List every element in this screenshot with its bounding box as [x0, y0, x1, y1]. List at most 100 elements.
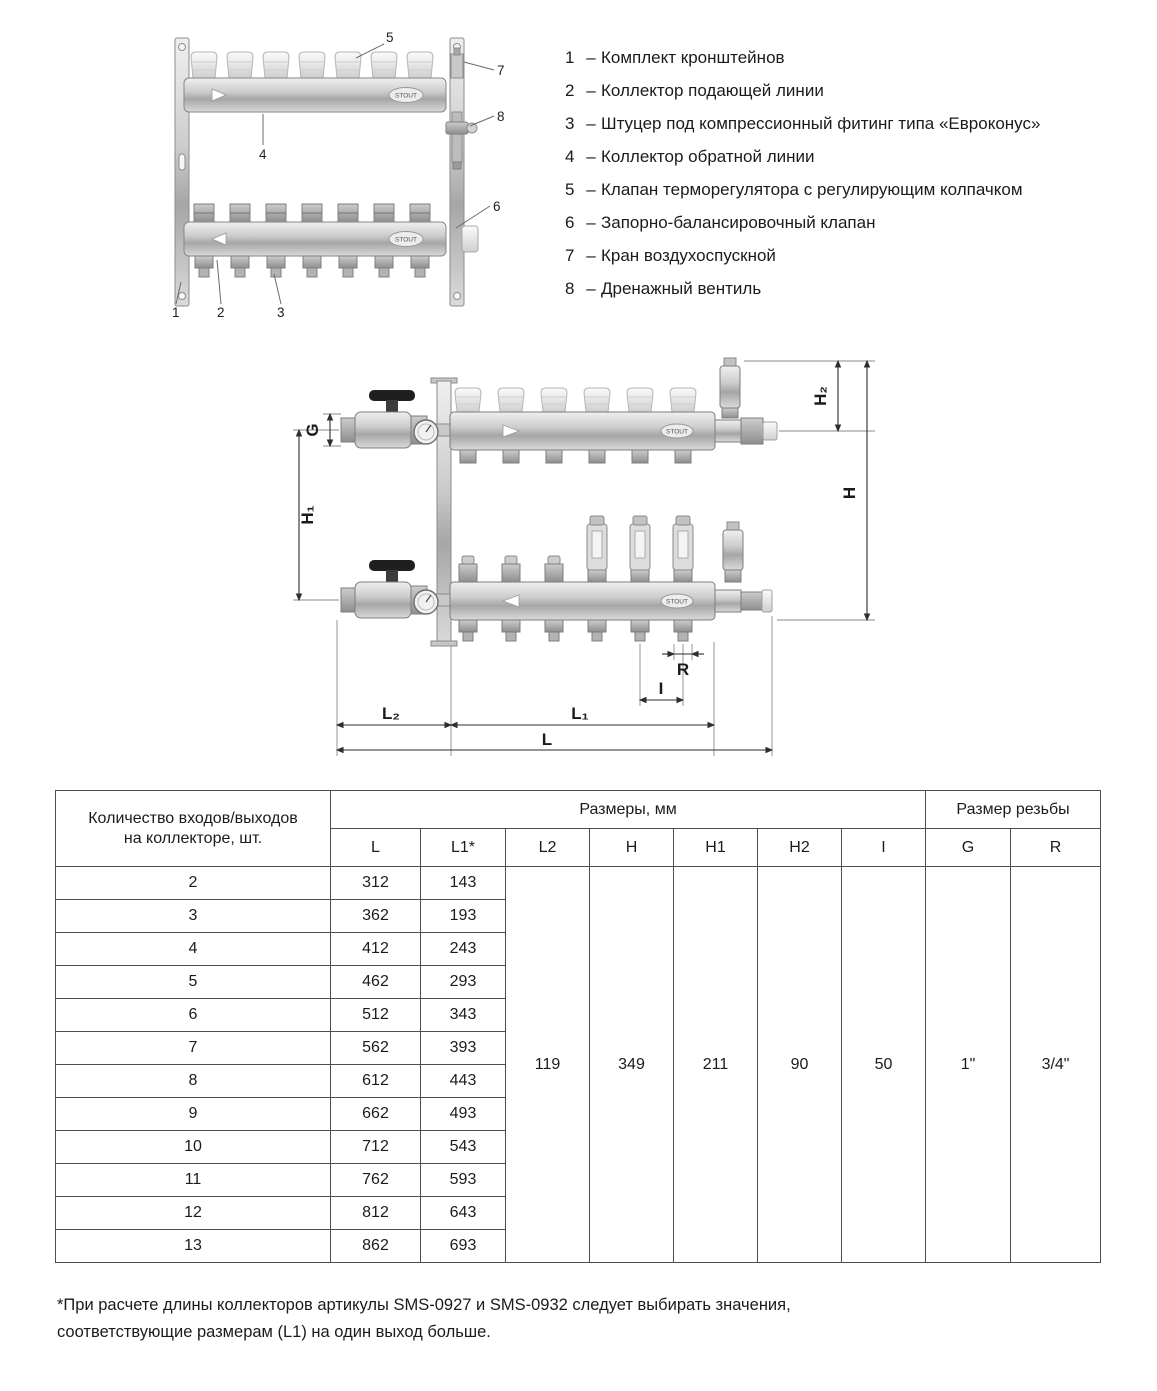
legend-item: 7 – Кран воздухоспускной [565, 245, 1040, 278]
air-vent-valve [450, 47, 464, 79]
return-manifold-drawing: STOUT [449, 515, 716, 642]
flow-meter [629, 515, 651, 583]
return-ball-valve [340, 560, 452, 619]
cell-count: 9 [55, 1097, 331, 1131]
callout-3: 3 [277, 305, 285, 320]
brand-logo: STOUT [666, 429, 688, 436]
cell-L: 862 [330, 1229, 421, 1263]
legend-item-text: Коллектор подающей линии [601, 81, 824, 100]
table-row: 8 612 443 [55, 1064, 1101, 1098]
valve-lever [369, 560, 415, 571]
legend-item-separator: – [586, 114, 596, 133]
cell-L: 362 [330, 899, 421, 933]
cell-L1: 193 [420, 899, 506, 933]
cell-L: 312 [330, 866, 421, 900]
legend-item: 4 – Коллектор обратной линии [565, 146, 1040, 179]
cell-L1: 493 [420, 1097, 506, 1131]
mounting-bracket [430, 377, 458, 647]
supply-manifold: STOUT [183, 51, 447, 113]
legend-item-number: 3 [565, 114, 575, 133]
table-row: 6 512 343 [55, 998, 1101, 1032]
cell-shared-L2: 119 [505, 866, 590, 1263]
legend-item: 3 – Штуцер под компрессионный фитинг тип… [565, 113, 1040, 146]
flow-meter [586, 515, 608, 583]
brand-logo: STOUT [395, 237, 417, 244]
cell-count: 12 [55, 1196, 331, 1230]
cell-shared-H: 349 [589, 866, 674, 1263]
table-row: 13 862 693 [55, 1229, 1101, 1263]
legend-item-text: Клапан терморегулятора с регулирующим ко… [601, 180, 1023, 199]
col-header-count: Количество входов/выходов на коллекторе,… [55, 790, 331, 867]
valve-lever [369, 390, 415, 401]
flow-arrow-icon [210, 232, 227, 246]
callout-1: 1 [172, 305, 180, 320]
dim-label-r: R [677, 660, 689, 679]
flow-meter [672, 515, 694, 583]
supply-ball-valve [340, 390, 452, 449]
callout-5: 5 [386, 30, 394, 45]
col-header-sizes: Размеры, мм [329, 790, 927, 829]
cell-L: 462 [330, 965, 421, 999]
legend-item-separator: – [586, 81, 596, 100]
cell-shared-G: 1" [925, 866, 1012, 1263]
cell-L1: 443 [420, 1064, 506, 1098]
cell-count: 2 [55, 866, 331, 900]
col-header-L: L [330, 828, 421, 867]
cell-L1: 643 [420, 1196, 506, 1230]
legend-item-number: 2 [565, 81, 575, 100]
air-vent-bottom [722, 521, 744, 583]
legend-item-number: 8 [565, 279, 575, 298]
drain-valve-drawing [714, 589, 773, 613]
extension-lines [293, 360, 875, 756]
cell-count: 10 [55, 1130, 331, 1164]
cell-count: 5 [55, 965, 331, 999]
dimension-drawing: STOUT STOUT [293, 357, 875, 756]
dim-label-g: G [303, 423, 322, 436]
cell-L1: 543 [420, 1130, 506, 1164]
dimension-lines [295, 359, 871, 754]
dimension-labels: G H₁ H₂ H L₂ L₁ L I R [298, 386, 859, 749]
return-manifold: STOUT [183, 203, 479, 278]
col-header-thread: Размер резьбы [925, 790, 1102, 829]
legend-item-number: 4 [565, 147, 575, 166]
manifold-photo: STOUT STOUT 5 7 8 6 4 [172, 30, 505, 320]
callout-2: 2 [217, 305, 225, 320]
footnote: *При расчете длины коллекторов артикулы … [57, 1296, 791, 1341]
flow-arrow-icon [501, 594, 520, 608]
dim-label-l2: L₂ [382, 704, 400, 723]
brand-logo: STOUT [666, 599, 688, 606]
legend-item-separator: – [586, 246, 596, 265]
brand-logo: STOUT [395, 93, 417, 100]
cell-shared-R: 3/4" [1010, 866, 1102, 1263]
parts-legend: 1 – Комплект кронштейнов 2 – Коллектор п… [565, 47, 1040, 311]
dim-label-h2: H₂ [811, 386, 830, 406]
cell-count: 8 [55, 1064, 331, 1098]
legend-item-separator: – [586, 279, 596, 298]
cell-count: 11 [55, 1163, 331, 1197]
dimensions-table: Количество входов/выходов на коллекторе,… [55, 790, 1102, 1263]
legend-item: 2 – Коллектор подающей линии [565, 80, 1040, 113]
cell-L: 512 [330, 998, 421, 1032]
legend-item-separator: – [586, 180, 596, 199]
cell-count: 13 [55, 1229, 331, 1263]
cell-L1: 293 [420, 965, 506, 999]
dim-label-l1: L₁ [571, 704, 588, 723]
table-row: 12 812 643 [55, 1196, 1101, 1230]
cell-L1: 143 [420, 866, 506, 900]
col-header-R: R [1010, 828, 1102, 867]
cell-L: 412 [330, 932, 421, 966]
table-row: 4 412 243 [55, 932, 1101, 966]
legend-item: 6 – Запорно-балансировочный клапан [565, 212, 1040, 245]
col-header-G: G [925, 828, 1012, 867]
cell-L1: 693 [420, 1229, 506, 1263]
dim-label-l: L [542, 730, 552, 749]
legend-item-separator: – [586, 48, 596, 67]
flow-arrow-icon [502, 424, 521, 438]
legend-item: 5 – Клапан терморегулятора с регулирующи… [565, 179, 1040, 212]
legend-item: 1 – Комплект кронштейнов [565, 47, 1040, 80]
cell-shared-H2: 90 [757, 866, 842, 1263]
legend-item-text: Штуцер под компрессионный фитинг типа «Е… [601, 114, 1041, 133]
cell-count: 4 [55, 932, 331, 966]
dim-label-h: H [840, 487, 859, 499]
legend-item-text: Комплект кронштейнов [601, 48, 785, 67]
